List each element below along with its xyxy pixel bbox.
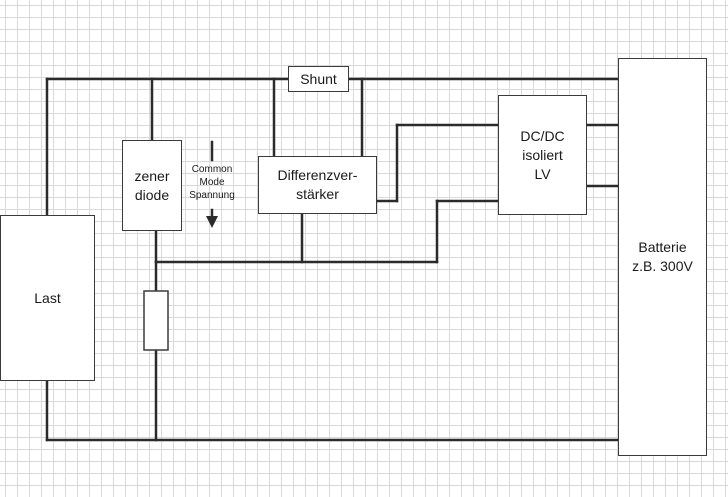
differential-amplifier-box: Differenzver- stärker [258,156,377,214]
zener-diode-box: zener diode [122,140,182,231]
battery-box: Batterie z.B. 300V [618,58,707,456]
resistor [143,290,169,351]
dcdc-converter-box: DC/DC isoliert LV [498,95,587,215]
load-box: Last [0,215,95,381]
shunt-box: Shunt [288,66,349,92]
common-mode-arrow-icon [206,216,218,228]
common-mode-label: Common Mode Spannung [189,164,235,201]
